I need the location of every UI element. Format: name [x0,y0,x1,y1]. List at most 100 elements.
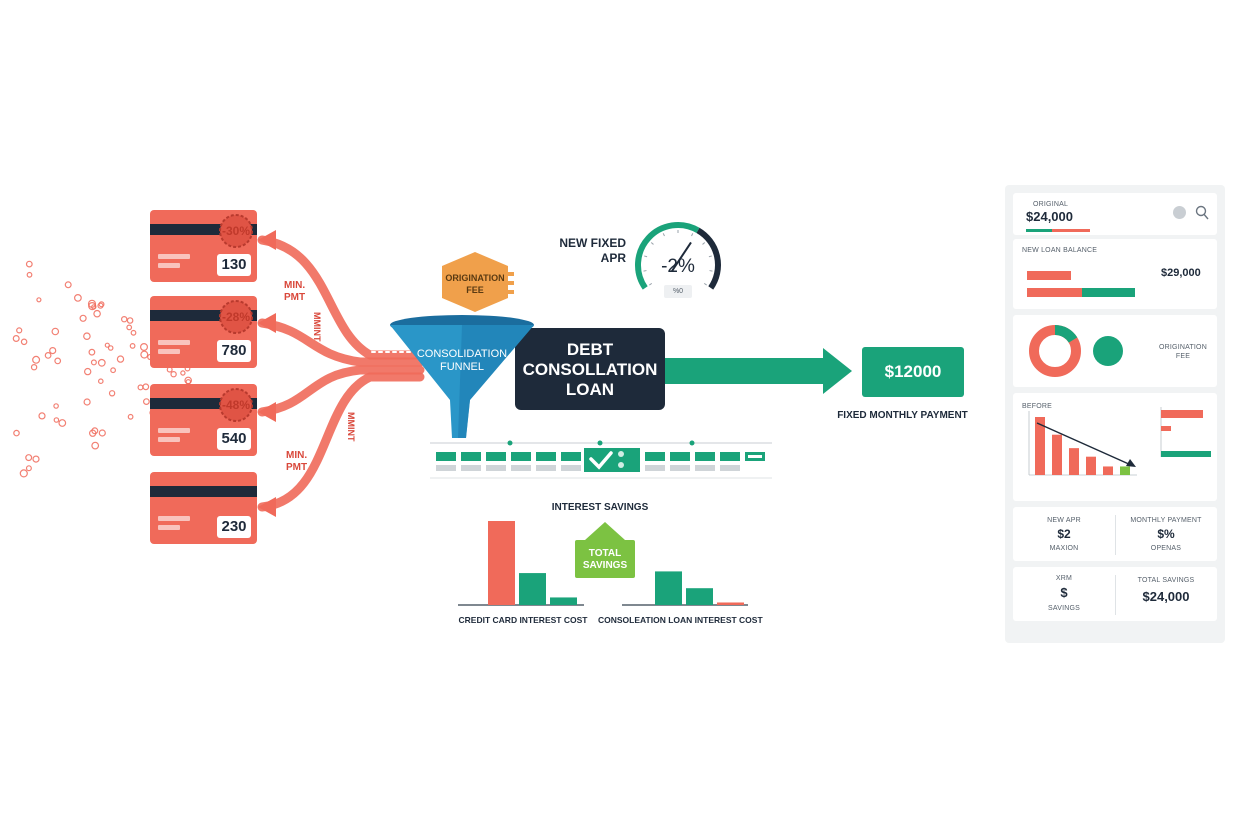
strip-block-shadow [561,465,581,471]
strip-block [461,452,481,461]
apr-value: -2% [661,256,695,277]
card-detail-line [158,254,190,259]
debt-particle [51,327,60,336]
card-stripe [150,486,257,497]
debt-particle [142,383,150,391]
gauge-tick [644,255,648,258]
origination-card: ORIGINATION FEE [1013,315,1217,387]
monthly-payment-label: MONTHLY PAYMENT [1130,517,1202,524]
strip-block [695,452,715,461]
gauge-fill-arc [635,222,700,290]
debt-particle [91,441,100,450]
debt-particle [38,412,46,420]
funnel-shade [458,325,534,438]
interest-rate-seal [219,300,253,334]
total-savings-label: TOTAL SAVINGS [582,548,628,571]
arrow-shaft [665,358,825,384]
debt-particle [88,429,97,437]
card-detail-line [158,349,180,354]
original-value: $24,000 [1026,209,1073,224]
gauge-tick [702,242,706,245]
debt-particle [127,413,134,420]
credit-card-cost-label: CREDIT CARD INTEREST COST [458,615,588,625]
strip-block [486,452,506,461]
strip-block-shadow [720,465,740,471]
debt-particle [107,345,114,351]
dashboard-origination-label: ORIGINATION FEE [1159,344,1207,360]
arrow-head [258,230,276,250]
settings-icon[interactable] [1173,206,1186,219]
new-apr-value: $2 [1057,527,1071,541]
arrow-head [258,497,276,517]
origination-donut [1029,324,1081,377]
strip-block [536,452,556,461]
debt-particle [79,314,87,322]
debt-particle [185,378,192,385]
debt-particle [13,429,20,437]
card-detail-line [158,263,180,268]
strip-block-shadow [436,465,456,471]
debt-particle [108,390,116,397]
apr-payment-card: NEW APR $2 MAXION MONTHLY PAYMENT $% OPE… [1013,507,1217,561]
trend-line [1036,422,1132,466]
flow-line [257,318,425,367]
debt-particle [83,332,91,341]
hexagon-shape [442,252,508,312]
search-icon[interactable] [1195,205,1209,221]
debt-particle [19,469,28,478]
debt-particle [36,297,42,303]
side-bar [1161,426,1171,431]
arrow-head [823,348,852,394]
card-stripe [150,224,257,235]
debt-particle [104,342,110,348]
new-balance-value: $29,000 [1161,267,1201,279]
card-detail-line [158,437,180,442]
gauge-needle [671,241,692,272]
savings-bar [519,573,546,605]
gauge-rest-arc [696,227,721,290]
savings-bar [488,521,515,605]
card-interest-rate: -48% [221,398,250,412]
payment-amount: $12000 [884,362,942,381]
report-label: BEFORE [1022,403,1052,410]
new-apr-label: NEW APR [1047,517,1081,524]
new-balance-label: NEW LOAN BALANCE [1022,247,1098,254]
term-value: $ [1060,585,1068,600]
card-detail-line [158,428,190,433]
side-bar [1161,451,1211,457]
consolidation-funnel [390,315,534,438]
strip-block [670,452,690,461]
mini-bar [1052,434,1062,475]
apr-gauge [635,222,721,290]
debt-particle [126,317,134,324]
min-pmt-label-bottom: MIN. PMT [286,450,308,473]
hex-tab [506,272,514,276]
strip-block [720,452,740,461]
savings-bar [550,597,577,605]
flow-line [257,235,425,360]
debt-particle [137,384,144,391]
origination-dot [1093,336,1123,366]
strip-block-shadow [461,465,481,471]
original-progress [1026,229,1090,232]
debt-particle [25,465,32,472]
before-bar-chart [1028,407,1211,476]
term-sub: SAVINGS [1047,605,1080,612]
mini-bar [1086,456,1096,475]
flow-arrow-heads [258,230,276,517]
apr-sub-value: %0 [664,285,692,298]
card-interest-rate: -30% [221,224,250,238]
strip-block-shadow [695,465,715,471]
strip-marker [507,440,513,446]
interest-savings-chart [458,521,748,606]
total-savings-dash-value: $24,000 [1142,589,1190,604]
debt-particle [87,299,97,308]
strip-block [561,452,581,461]
gauge-tick [649,282,653,286]
debt-particle [129,343,136,349]
debt-particle [49,347,57,355]
savings-bar [686,588,713,605]
debt-particle [180,370,186,376]
hex-tab [506,290,514,294]
strip-block [436,452,456,461]
